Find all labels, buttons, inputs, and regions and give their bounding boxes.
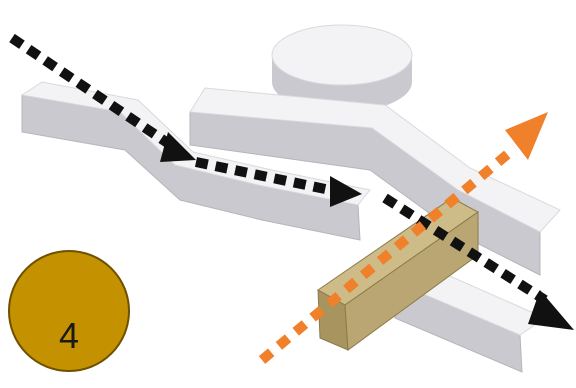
step-number-badge: 4 [8,250,130,372]
orange-path [258,112,548,364]
path-arrowhead-2 [330,176,362,207]
path-arrowhead-3 [528,290,574,330]
barrier-block [317,197,479,351]
lower-wall [20,81,371,241]
path-arrowhead-1 [160,132,196,162]
step-number-label: 4 [58,315,80,356]
dotted-path [9,33,574,330]
orange-arrowhead [505,112,548,160]
upper-wall [189,87,561,276]
